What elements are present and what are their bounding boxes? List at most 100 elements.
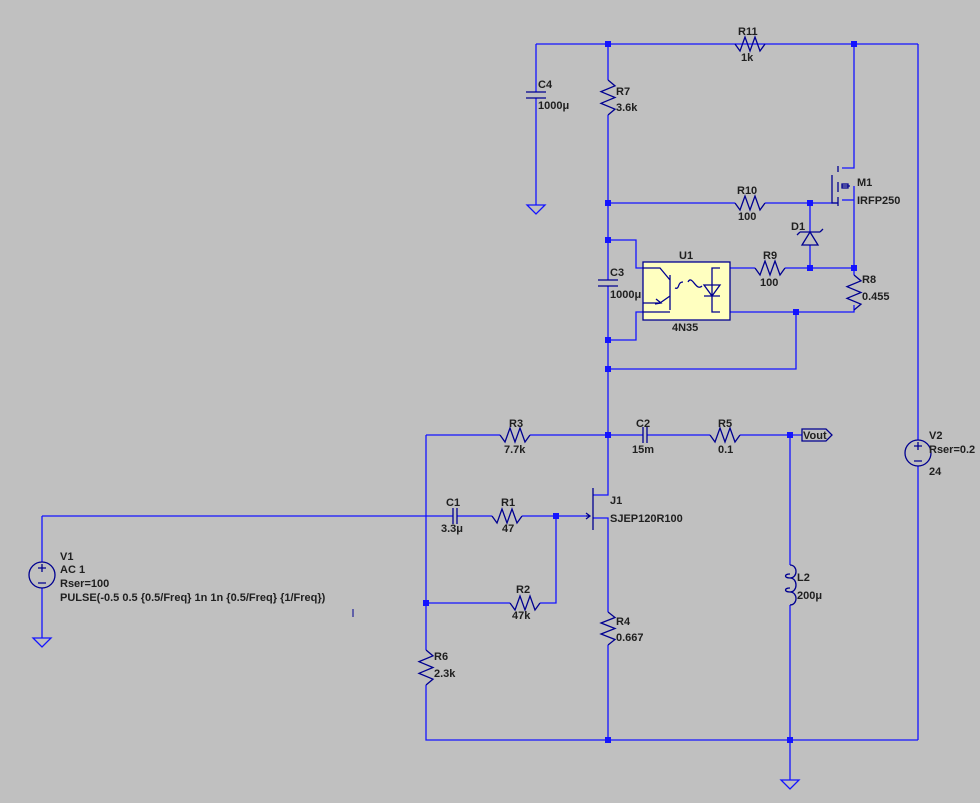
junction-dot [605,41,611,47]
ground-icon [31,637,53,648]
wire [593,286,609,496]
junction-dot [605,337,611,343]
r9-value: 100 [760,277,778,289]
r1-resistor[interactable] [491,507,523,525]
junctions [423,41,857,743]
junction-dot [605,366,611,372]
r8-label: R8 [862,274,876,286]
ground-icon [525,204,547,215]
u1-value: 4N35 [672,322,698,334]
v2-label: V2 [929,430,942,442]
m1-mosfet[interactable] [831,166,850,206]
junction-dot [793,309,799,315]
r6-label: R6 [434,651,448,663]
wire [540,516,557,604]
c3-capacitor[interactable] [598,279,618,287]
r9-label: R9 [763,250,777,262]
vout-net-label[interactable]: Vout [801,428,833,442]
v1-value: PULSE(-0.5 0.5 {0.5/Freq} 1n 1n {0.5/Fre… [60,592,326,604]
r11-label: R11 [738,26,758,38]
j1-value: SJEP120R100 [610,513,683,525]
r8-resistor[interactable] [845,274,863,311]
c3-label: C3 [610,267,624,279]
r1-value: 47 [502,523,514,535]
junction-dot [553,513,559,519]
c1-value: 3.3μ [441,523,463,535]
c4-label: C4 [538,79,553,91]
r5-label: R5 [718,418,732,430]
c1-label: C1 [446,497,460,509]
v2-param: Rser=0.2 [929,444,975,456]
junction-dot [423,600,429,606]
j1-label: J1 [610,495,622,507]
l2-inductor[interactable] [784,564,797,606]
d1-label: D1 [791,221,805,233]
m1-label: M1 [857,177,872,189]
l2-value: 200μ [797,590,822,602]
d1-zener-diode[interactable] [796,228,824,246]
r9-resistor[interactable] [754,259,786,277]
r6-value: 2.3k [434,668,456,680]
r1-label: R1 [501,497,515,509]
junction-dot [787,432,793,438]
r2-resistor[interactable] [509,594,541,612]
v1-ac: AC 1 [60,564,85,576]
v2-polarity-icon [914,442,922,462]
r8-value: 0.455 [862,291,890,303]
junction-dot [851,41,857,47]
wire [425,685,918,741]
junction-dot [787,737,793,743]
r4-resistor[interactable] [599,611,617,646]
r3-label: R3 [509,418,523,430]
r4-label: R4 [616,616,631,628]
r2-label: R2 [516,584,530,596]
junction-dot [807,200,813,206]
c3-value: 1000μ [610,289,641,301]
r5-value: 0.1 [718,444,733,456]
junction-dot [851,265,857,271]
v1-param: Rser=100 [60,578,109,590]
junction-dot [807,265,813,271]
ground-icon [779,779,801,790]
l2-label: L2 [797,572,810,584]
r10-resistor[interactable] [734,194,766,212]
wire [593,517,609,612]
components [28,35,932,790]
c2-label: C2 [636,418,650,430]
optocoupler-u1[interactable] [642,261,731,321]
r4-value: 0.667 [616,632,644,644]
wire [730,305,855,313]
junction-dot [605,200,611,206]
wire [608,239,643,269]
m1-value: IRFP250 [857,195,900,207]
r3-resistor[interactable] [499,426,531,444]
r11-resistor[interactable] [734,35,766,53]
wire [785,267,855,275]
v2-voltage-source[interactable] [904,439,932,467]
r11-value: 1k [741,52,754,64]
r5-resistor[interactable] [709,426,741,444]
junction-dot [605,237,611,243]
c4-value: 1000μ [538,100,569,112]
junction-dot [605,737,611,743]
wire [842,44,855,169]
c1-capacitor[interactable] [452,508,458,524]
wire [608,312,797,370]
c4-capacitor[interactable] [526,91,546,99]
v1-label: V1 [60,551,73,563]
wire [608,311,643,341]
vout-label: Vout [803,430,827,442]
r7-label: R7 [616,86,630,98]
r6-resistor[interactable] [417,649,435,686]
r7-resistor[interactable] [599,79,617,116]
v1-voltage-source[interactable] [28,561,56,589]
r7-value: 3.6k [616,102,638,114]
u1-label: U1 [679,250,693,262]
junction-dot [605,432,611,438]
wires [41,43,919,780]
c2-value: 15m [632,444,654,456]
c2-capacitor[interactable] [642,427,648,443]
j1-jfet[interactable] [585,488,594,530]
v2-value: 24 [929,466,942,478]
